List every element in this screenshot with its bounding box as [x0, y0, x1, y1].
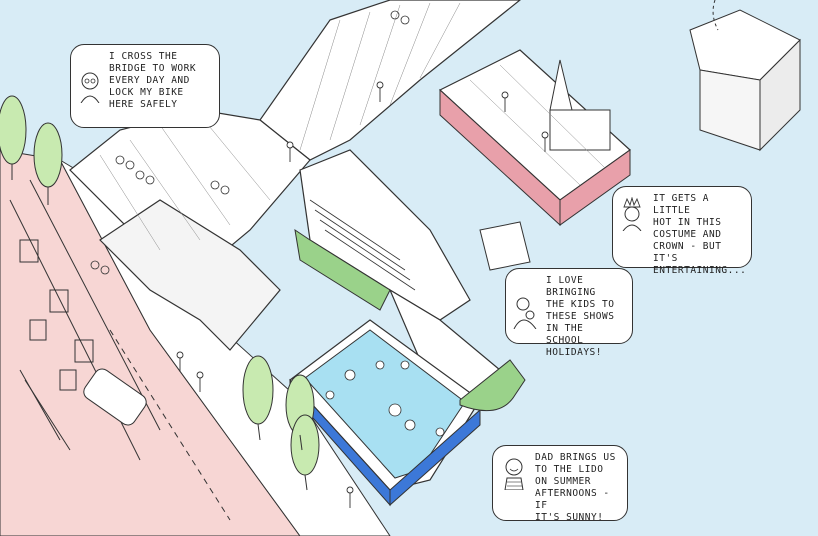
parent-quote: I love bringing the kids to these shows … — [546, 275, 615, 358]
floating-hut — [689, 9, 801, 152]
road-dash-line — [109, 329, 231, 521]
tree-trunks — [11, 164, 308, 491]
crowned-performer-icon — [622, 197, 642, 231]
cyclist-speech-bubble: I cross the bridge to work every day and… — [70, 44, 220, 128]
hut-mooring-line — [712, 0, 719, 31]
performer-speech-bubble: It gets a little hot in this costume and… — [612, 186, 752, 276]
cyclist-quote: I cross the bridge to work every day and… — [109, 51, 197, 110]
red-barge-hull-right — [559, 149, 631, 226]
tree — [242, 355, 274, 425]
swimmers — [325, 360, 445, 437]
theatre-barge-hull — [294, 228, 391, 311]
plank-texture — [99, 2, 606, 251]
tree — [33, 122, 63, 188]
parent-speech-bubble: I love bringing the kids to these shows … — [505, 268, 633, 358]
tree — [290, 414, 320, 476]
lido-pool — [289, 319, 481, 507]
child-speech-bubble: Dad brings us to the lido on summer afte… — [492, 445, 628, 523]
performer-quote: It gets a little hot in this costume and… — [653, 193, 747, 276]
parent-with-child-icon — [513, 297, 537, 329]
man-with-glasses-icon — [80, 72, 100, 103]
theatre-seating — [309, 199, 416, 291]
bike-park-deck — [99, 199, 281, 351]
smiling-child-icon — [504, 458, 524, 490]
small-rowing-boat — [479, 221, 531, 271]
tree — [0, 95, 27, 165]
pier-decks — [69, 0, 521, 401]
bicycles — [90, 10, 410, 275]
green-boat-hull — [459, 359, 526, 412]
lido-water — [304, 329, 466, 479]
people-figures — [176, 81, 549, 508]
trees — [0, 95, 320, 476]
lido-hull-right — [389, 408, 481, 507]
parked-car — [83, 368, 147, 426]
child-quote: Dad brings us to the lido on summer afte… — [535, 452, 616, 523]
